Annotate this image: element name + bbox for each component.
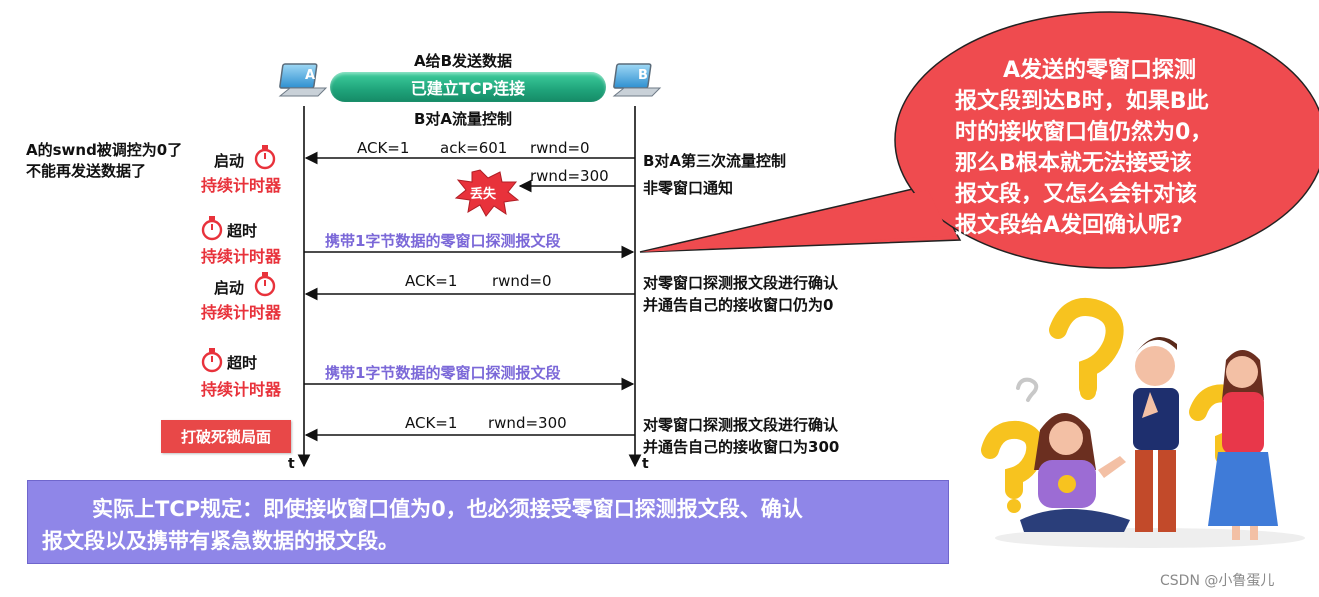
- bubble-text: A发送的零窗口探测 报文段到达B时，如果B此 时的接收窗口值仍然为0， 那么B根…: [955, 55, 1275, 241]
- msg6-ack: ACK=1: [405, 414, 458, 432]
- tcp-connection-bar: 已建立TCP连接: [330, 72, 606, 102]
- stopwatch-icon-start-2: [254, 272, 276, 297]
- msg1-ack: ACK=1: [357, 139, 410, 157]
- rule-line1: 实际上TCP规定：即使接收窗口值为0，也必须接受零窗口探测报文段、确认: [92, 497, 803, 521]
- msg2-rwnd: rwnd=300: [530, 167, 609, 185]
- host-b-label: B: [638, 68, 648, 83]
- bubble-line6: 报文段给A发回确认呢?: [955, 213, 1183, 238]
- timeout-label-2: 超时: [227, 354, 258, 372]
- subheader-flow-control: B对A流量控制: [414, 110, 513, 128]
- swnd-note-line1: A的swnd被调控为0了: [26, 141, 183, 159]
- msg6-rwnd: rwnd=300: [488, 414, 567, 432]
- watermark: CSDN @小鲁蛋儿: [1160, 573, 1275, 589]
- probe-label-1: 携带1字节数据的零窗口探测报文段: [325, 232, 561, 250]
- stopwatch-icon-timeout-2: [201, 348, 223, 373]
- confirm2-line2: 并通告自己的接收窗口为300: [643, 438, 840, 456]
- time-axis-a: t: [288, 456, 295, 472]
- laptop-a-icon: [278, 63, 328, 97]
- break-deadlock-badge: 打破死锁局面: [161, 420, 291, 453]
- confirm2-line1: 对零窗口探测报文段进行确认: [643, 416, 839, 434]
- start-label-2: 启动: [214, 279, 245, 297]
- lost-burst-icon: [454, 169, 520, 217]
- persist-timer-label-2: 持续计时器: [201, 247, 282, 266]
- bubble-line1: A发送的零窗口探测: [1003, 58, 1197, 83]
- bubble-line3: 时的接收窗口值仍然为0，: [955, 120, 1213, 145]
- laptop-b-icon: [612, 63, 662, 97]
- start-label-1: 启动: [214, 152, 245, 170]
- rule-line2: 报文段以及携带有紧急数据的报文段。: [42, 529, 399, 553]
- stopwatch-icon-start-1: [254, 145, 276, 170]
- time-axis-b: t: [642, 456, 649, 472]
- confirm1-line2: 并通告自己的接收窗口仍为0: [643, 296, 834, 314]
- msg1-rwnd: rwnd=0: [530, 139, 590, 157]
- bubble-line5: 报文段，又怎么会针对该: [955, 182, 1198, 207]
- third-flow-control-note: B对A第三次流量控制: [643, 152, 787, 170]
- non-zero-window-note: 非零窗口通知: [643, 179, 734, 197]
- msg4-ack: ACK=1: [405, 272, 458, 290]
- tcp-rule-box: 实际上TCP规定：即使接收窗口值为0，也必须接受零窗口探测报文段、确认 报文段以…: [27, 480, 949, 564]
- persist-timer-label-3: 持续计时器: [201, 303, 282, 322]
- bubble-line2: 报文段到达B时，如果B此: [955, 89, 1209, 114]
- msg4-rwnd: rwnd=0: [492, 272, 552, 290]
- probe-label-2: 携带1字节数据的零窗口探测报文段: [325, 364, 561, 382]
- confirm1-line1: 对零窗口探测报文段进行确认: [643, 274, 839, 292]
- bubble-line4: 那么B根本就无法接受该: [955, 151, 1192, 176]
- host-a-label: A: [305, 68, 316, 83]
- msg1-ack-number: ack=601: [440, 139, 508, 157]
- stopwatch-icon-timeout-1: [201, 216, 223, 241]
- confused-people-illustration: [981, 298, 1305, 548]
- lost-label: 丢失: [470, 187, 497, 202]
- persist-timer-label-4: 持续计时器: [201, 380, 282, 399]
- swnd-note-line2: 不能再发送数据了: [26, 162, 147, 180]
- header-a-to-b: A给B发送数据: [414, 52, 513, 70]
- persist-timer-label-1: 持续计时器: [201, 176, 282, 195]
- timeout-label-1: 超时: [227, 222, 258, 240]
- speech-bubble: [639, 11, 1319, 269]
